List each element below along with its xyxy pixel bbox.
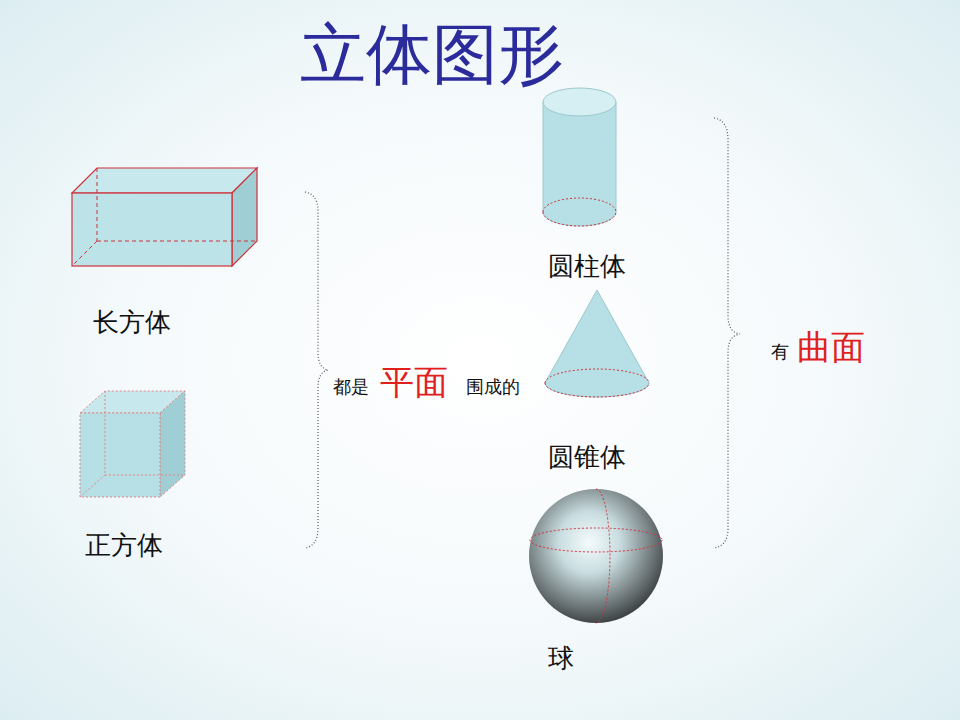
solid-name: 圆锥体 bbox=[548, 444, 626, 470]
left-brace bbox=[305, 192, 328, 548]
emphasis-text: 平面 bbox=[380, 365, 448, 399]
cylinder-figure bbox=[543, 88, 616, 226]
solid-name: 球 bbox=[548, 645, 574, 671]
right-brace bbox=[714, 118, 740, 548]
solid-name: 正方体 bbox=[85, 532, 163, 558]
page-title: 立体图形 bbox=[300, 22, 564, 88]
solid-name: 长方体 bbox=[93, 309, 171, 335]
emphasis-text: 曲面 bbox=[797, 330, 865, 364]
note-text: 都是 bbox=[333, 378, 369, 396]
note-text: 围成的 bbox=[466, 378, 520, 396]
cuboid-figure bbox=[72, 168, 257, 266]
solid-name: 圆柱体 bbox=[548, 253, 626, 279]
cone-figure bbox=[545, 290, 649, 397]
cube-figure bbox=[80, 391, 185, 497]
note-text: 有 bbox=[771, 343, 789, 361]
sphere-figure bbox=[529, 489, 663, 623]
